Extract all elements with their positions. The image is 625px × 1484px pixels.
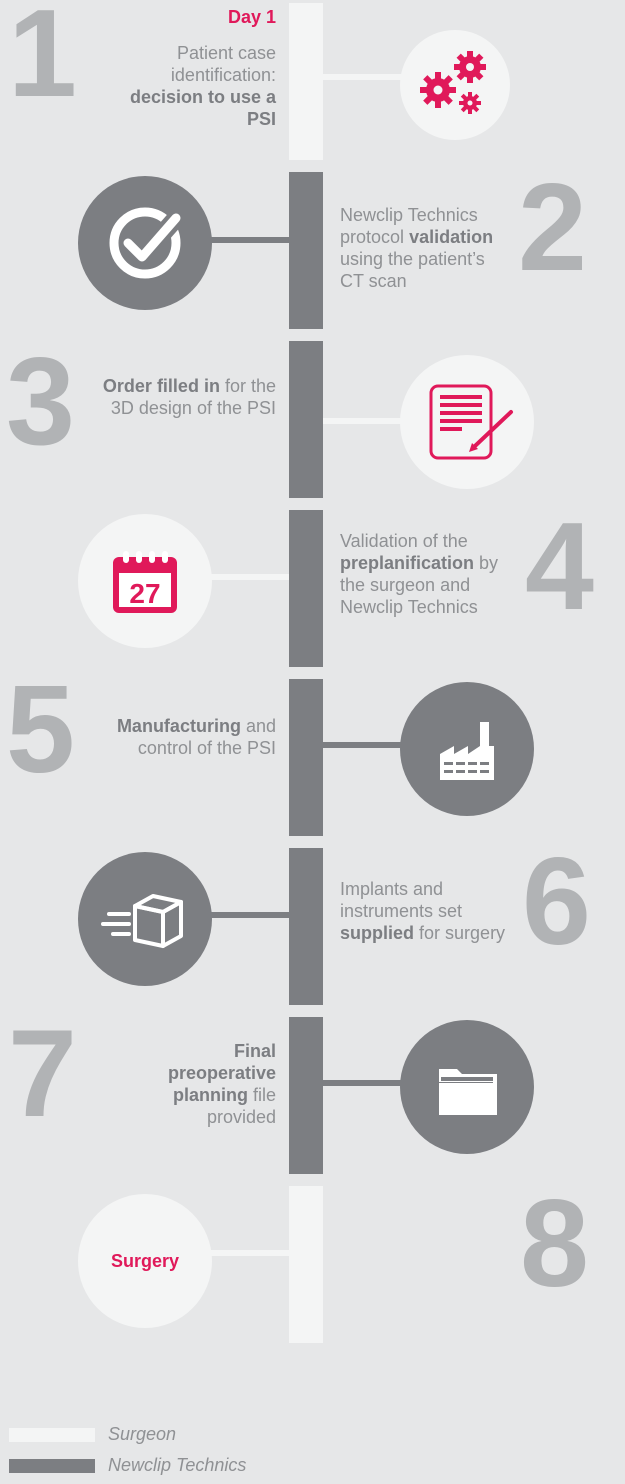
step-8-icon-circle: Surgery: [78, 1194, 212, 1328]
step-number-5: 5: [6, 661, 75, 799]
step-3-text: Order filled in for the 3D design of the…: [100, 375, 276, 419]
step-6-text: Implants and instruments set supplied fo…: [340, 878, 512, 944]
step-7-text-bold: Final preoperative planning: [167, 1041, 276, 1105]
connector-2: [200, 237, 289, 243]
timeline-segment-4: [289, 510, 323, 667]
timeline-segment-5: [289, 679, 323, 836]
step-number-4: 4: [525, 498, 594, 636]
step-number-3: 3: [6, 333, 75, 471]
legend-label-newclip: Newclip Technics: [108, 1455, 247, 1475]
timeline-segment-7: [289, 1017, 323, 1174]
gears-icon: [420, 51, 486, 114]
step-5-text-bold: Manufacturing: [116, 716, 241, 736]
step-3-icon-circle: [400, 355, 534, 489]
legend-swatch-surgeon: [9, 1428, 95, 1442]
step-4-icon-circle: 27: [78, 514, 212, 648]
step-4-text-pre: Validation of the: [340, 531, 468, 551]
timeline-segment-6: [289, 848, 323, 1005]
connector-6: [206, 912, 289, 918]
package-delivery-icon: [101, 894, 183, 948]
connector-5: [323, 742, 403, 748]
step-6-text-pre: Implants and instruments set: [340, 879, 463, 921]
step-number-6: 6: [522, 833, 591, 971]
timeline-segment-2: [289, 172, 323, 329]
factory-icon: [440, 722, 494, 780]
step-2-text-post: using the patient’s CT scan: [340, 249, 485, 291]
step-1-icon-circle: [400, 30, 510, 140]
step-6-text-post: for surgery: [419, 923, 506, 943]
step-6-icon-circle: [78, 852, 212, 986]
step-number-2: 2: [518, 159, 587, 297]
connector-4: [206, 574, 289, 580]
step-5-icon-circle: [400, 682, 534, 816]
step-2-icon-circle: [78, 176, 212, 310]
checkmark-icon: [109, 207, 187, 279]
timeline-segment-8: [289, 1186, 323, 1343]
step-4-text-post: by the surgeon and Newclip Technics: [340, 553, 499, 617]
step-7-icon-circle: [400, 1020, 534, 1154]
connector-1: [323, 74, 403, 80]
connector-8: [206, 1250, 289, 1256]
step-2-text: Newclip Technics protocol validation usi…: [340, 204, 512, 292]
document-pen-icon: [429, 384, 513, 460]
legend-label-surgeon: Surgeon: [108, 1424, 177, 1444]
step-4-text-bold: preplanification: [340, 553, 475, 573]
step-3-text-post: for the 3D design of the PSI: [110, 376, 276, 418]
connector-3: [323, 418, 403, 424]
step-2-text-bold: validation: [409, 227, 494, 247]
surgery-label: Surgery: [110, 1250, 180, 1271]
timeline-segment-1: [289, 3, 323, 160]
step-5-text: Manufacturing and control of the PSI: [110, 715, 276, 759]
calendar-icon: 27: [113, 551, 177, 613]
day-label: Day 1: [227, 7, 276, 27]
step-1-text: Day 1 Patient case identification: decis…: [120, 6, 276, 130]
step-7-text-post: file provided: [206, 1085, 276, 1127]
calendar-day: 27: [129, 578, 160, 609]
step-2-text-pre: Newclip Technics protocol: [340, 205, 478, 247]
folder-icon: [439, 1069, 497, 1115]
step-5-text-post: and control of the PSI: [137, 716, 276, 758]
step-3-text-bold: Order filled in: [102, 376, 220, 396]
legend-swatch-newclip: [9, 1459, 95, 1473]
step-number-8: 8: [520, 1175, 589, 1313]
step-1-text-pre: Patient case identification:: [170, 43, 276, 85]
timeline-segment-3: [289, 341, 323, 498]
connector-7: [323, 1080, 403, 1086]
step-1-text-bold: decision to use a PSI: [129, 87, 276, 129]
step-number-7: 7: [8, 1005, 77, 1143]
step-6-text-bold: supplied: [340, 923, 415, 943]
step-4-text: Validation of the preplanification by th…: [340, 530, 522, 618]
step-number-1: 1: [8, 0, 77, 123]
step-7-text: Final preoperative planning file provide…: [150, 1040, 276, 1128]
